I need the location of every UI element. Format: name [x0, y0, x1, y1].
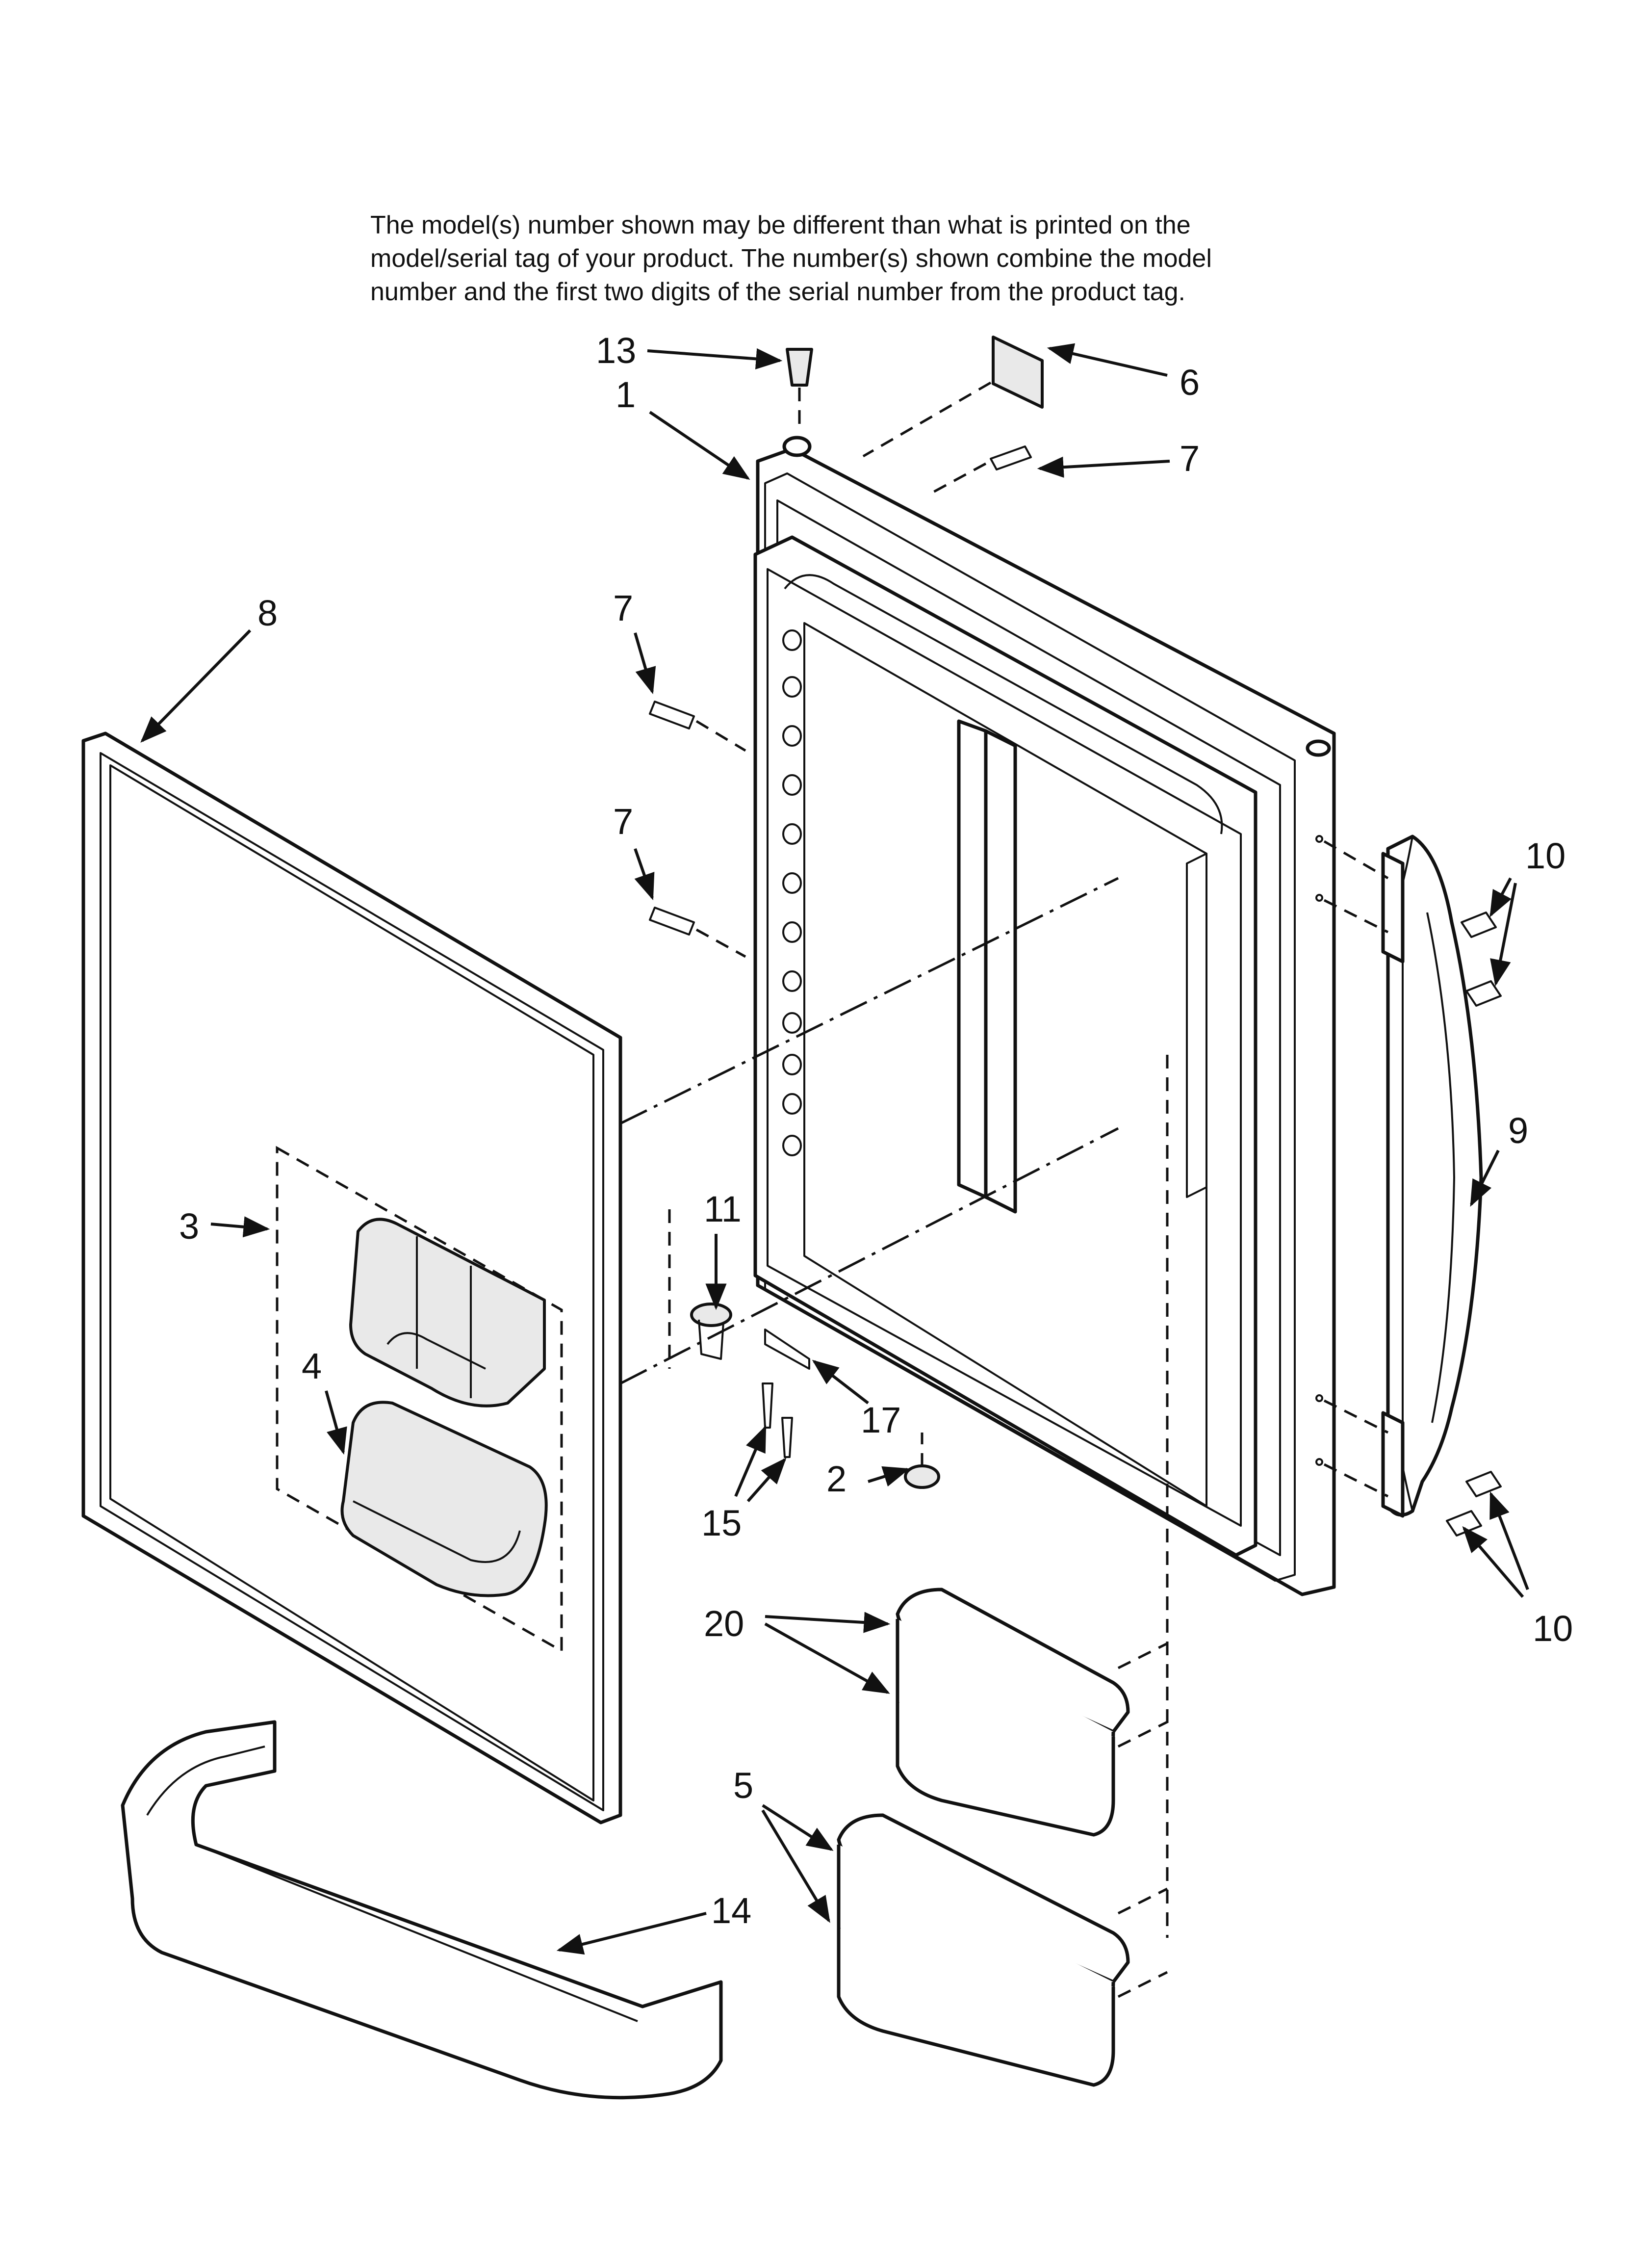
- stop-part-17: [764, 1329, 810, 1370]
- door-bins-part-5: [837, 1813, 1168, 2087]
- callout-labels: 13 1 6 7 7 7 8 10 9 11 3 4 17 2 15 10 20…: [179, 330, 1573, 1931]
- dispenser-assembly-part-3: [276, 1146, 563, 1653]
- leader-lines: [140, 343, 1529, 1955]
- callout-17: 17: [861, 1400, 901, 1440]
- callout-7-lower: 7: [613, 801, 633, 842]
- label-part-6: [862, 336, 1044, 458]
- callout-9: 9: [1508, 1110, 1528, 1151]
- screws-part-15: [762, 1382, 793, 1458]
- callout-1: 1: [616, 374, 636, 415]
- handle-part-9: [1381, 834, 1483, 1518]
- model-number-note: The model(s) number shown may be differe…: [370, 209, 1498, 309]
- callout-6: 6: [1180, 362, 1200, 403]
- callout-4: 4: [302, 1346, 322, 1386]
- door-bin-part-14: [121, 1720, 723, 2100]
- note-line-1: The model(s) number shown may be differe…: [370, 211, 1191, 239]
- plug-part-2: [904, 1433, 940, 1489]
- centerline-1: [619, 877, 1119, 1125]
- callout-20: 20: [704, 1603, 744, 1644]
- screw-part-7-lower: [649, 907, 746, 958]
- note-line-3: number and the first two digits of the s…: [370, 278, 1185, 306]
- drip-tray-part-4: [340, 1401, 548, 1597]
- callout-11: 11: [704, 1189, 742, 1229]
- door-frame-part-1: [753, 436, 1336, 1596]
- callout-13: 13: [596, 330, 636, 371]
- hinge-bushing-part-13: [786, 348, 813, 432]
- centerline-2: [619, 1127, 1119, 1385]
- handle-screws-part-10: [1315, 835, 1502, 1537]
- hinge-pin-part-7-top: [926, 445, 1032, 497]
- hinge-part-11: [690, 1303, 732, 1360]
- callout-15: 15: [701, 1503, 742, 1543]
- callout-10-upper: 10: [1525, 835, 1565, 876]
- callout-3: 3: [179, 1206, 199, 1247]
- door-bins-part-20: [896, 1588, 1168, 1837]
- callout-10-lower: 10: [1533, 1608, 1573, 1649]
- callout-5: 5: [733, 1765, 753, 1806]
- outer-door-panel-part-8: [81, 731, 622, 1825]
- callout-7-upper: 7: [613, 588, 633, 628]
- screw-part-7-upper: [649, 701, 746, 752]
- callout-7-top: 7: [1180, 438, 1200, 479]
- note-line-2: model/serial tag of your product. The nu…: [370, 244, 1212, 273]
- callout-14: 14: [711, 1890, 751, 1931]
- callout-8: 8: [257, 593, 278, 633]
- shelf-plug-row: [782, 629, 802, 1156]
- callout-2: 2: [826, 1459, 847, 1499]
